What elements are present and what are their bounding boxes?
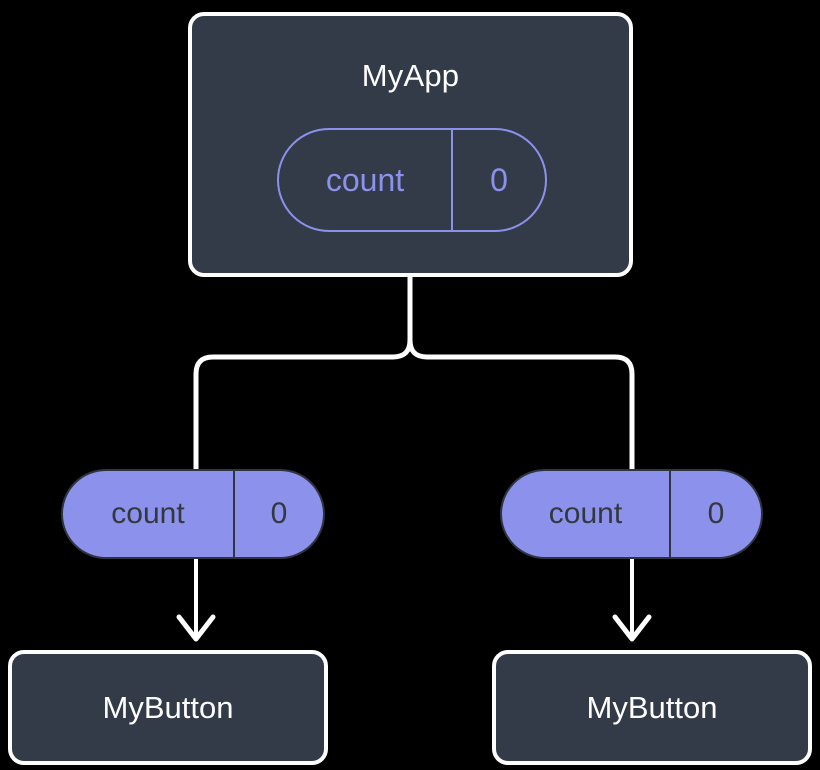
edge-myapp-to-left-state [193,274,413,472]
state-pill-right-count-value: 0 [707,497,725,530]
state-pill-left-count[interactable]: count 0 [61,469,325,559]
component-node-mybutton-left[interactable]: MyButton [8,650,328,765]
component-node-mybutton-right[interactable]: MyButton [492,650,812,765]
state-pill-myapp-count-key: count [279,130,453,230]
component-node-myapp[interactable]: MyApp [188,12,633,277]
state-pill-myapp-count[interactable]: count 0 [277,128,547,232]
state-pill-right-count-key: count [502,471,671,557]
component-node-mybutton-right-title: MyButton [586,690,718,725]
state-pill-right-count[interactable]: count 0 [500,469,763,559]
component-node-mybutton-left-title: MyButton [102,690,234,725]
component-node-myapp-title: MyApp [361,58,460,93]
state-pill-myapp-count-value: 0 [490,161,508,198]
edge-myapp-to-right-state [407,274,635,472]
arrow-left-head-icon [176,614,216,642]
state-pill-left-count-key: count [63,471,235,557]
state-pill-left-count-value: 0 [270,497,288,530]
arrow-right-head-icon [612,614,652,642]
